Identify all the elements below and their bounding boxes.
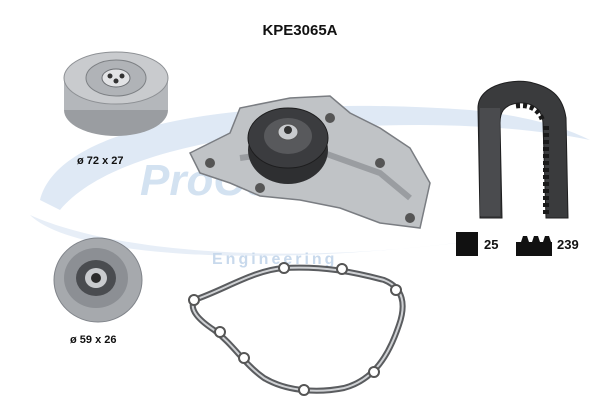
tensioner-size-label: ø 72 x 27 [77, 155, 124, 167]
pump-gasket [188, 262, 406, 396]
product-code: KPE3065A [262, 22, 338, 39]
idler-pulley-small [53, 237, 143, 323]
watermark-sub: Engineering [212, 251, 337, 268]
belt-teeth-icon [516, 236, 552, 256]
belt-width-value: 25 [484, 237, 499, 252]
tensioner-pulley-large [63, 51, 169, 136]
water-pump [188, 95, 431, 229]
belt-teeth-value: 239 [557, 237, 579, 252]
idler-size-label: ø 59 x 26 [70, 334, 117, 346]
belt-width-icon [456, 232, 478, 256]
timing-belt [477, 80, 569, 219]
